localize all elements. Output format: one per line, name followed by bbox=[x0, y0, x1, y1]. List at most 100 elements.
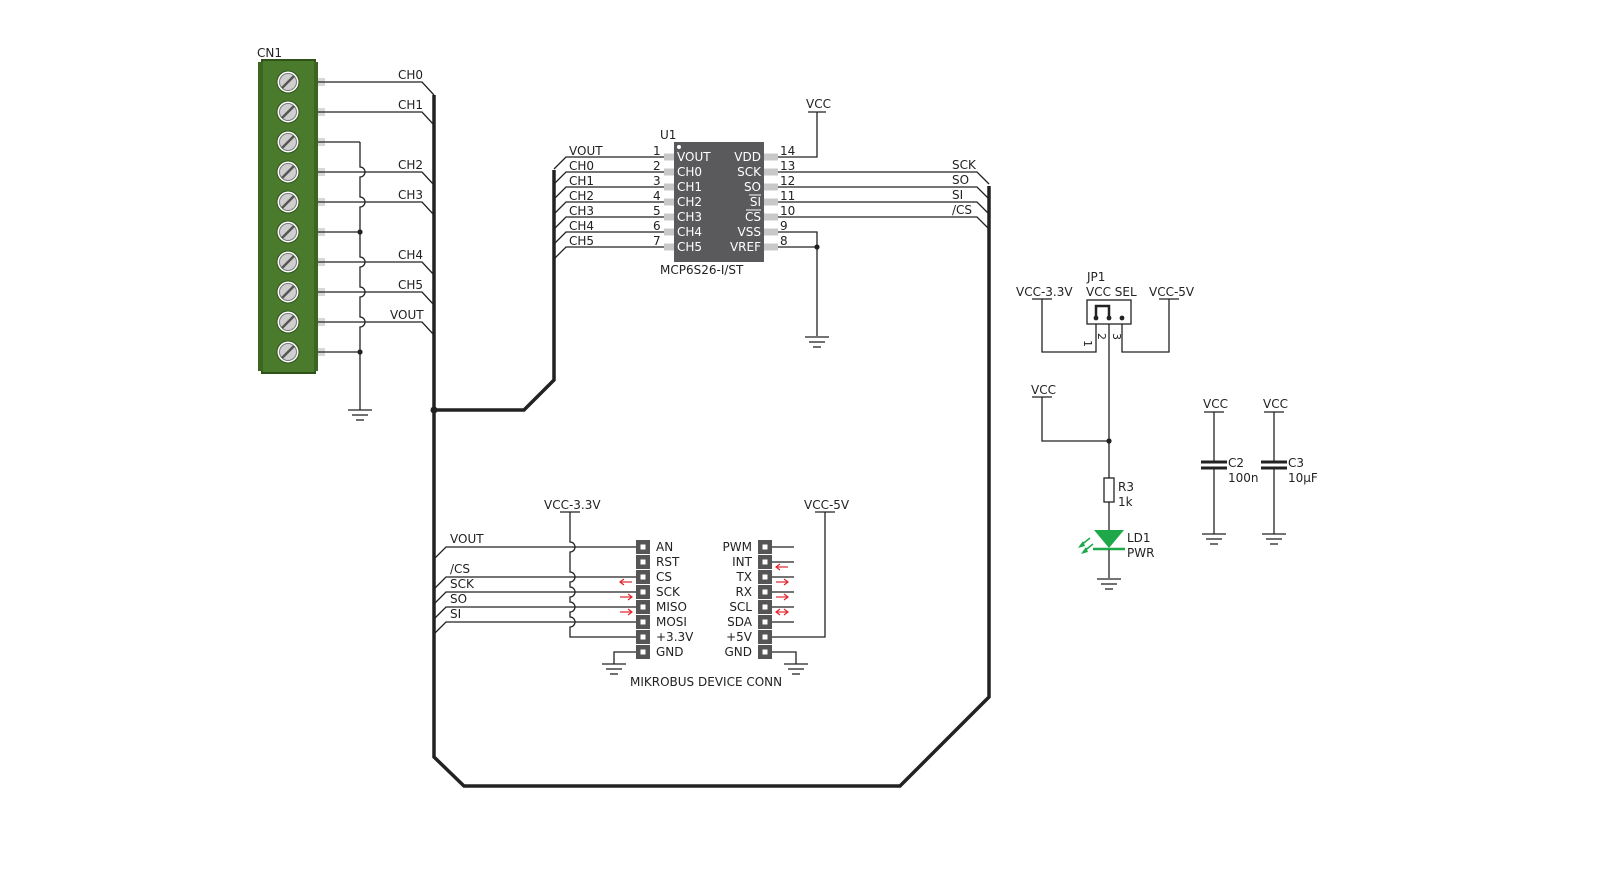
ic-chip-u1 bbox=[674, 142, 764, 262]
mikrobus-pin-label: +5V bbox=[726, 630, 753, 644]
led-name: PWR bbox=[1127, 546, 1154, 560]
mikrobus-pin-label: MOSI bbox=[656, 615, 687, 629]
cn1-ref: CN1 bbox=[257, 46, 282, 60]
net-label-so: SO bbox=[952, 173, 969, 187]
net-label-cs: /CS bbox=[952, 203, 972, 217]
mikrobus-net-label: VOUT bbox=[450, 532, 484, 546]
ground-icon bbox=[1097, 578, 1121, 590]
u1-pin-number: 3 bbox=[653, 174, 661, 188]
arrow-icon bbox=[619, 578, 632, 586]
screw-icon bbox=[276, 280, 300, 304]
u1-pin-name: CS bbox=[745, 210, 761, 224]
net-label-sck: SCK bbox=[952, 158, 977, 172]
u1-pin bbox=[664, 243, 674, 251]
u1-pin bbox=[664, 168, 674, 176]
u1-pin-wire bbox=[553, 171, 664, 185]
u1-vcc-label: VCC bbox=[806, 97, 831, 111]
u1-pin bbox=[764, 183, 778, 191]
mikrobus-pin-label: GND bbox=[724, 645, 752, 659]
mikrobus-pin-label: +3.3V bbox=[656, 630, 694, 644]
u1-pin-wire bbox=[553, 231, 664, 245]
arrow-icon bbox=[620, 608, 633, 616]
u1-pin-wire bbox=[553, 216, 664, 230]
arrow-icon bbox=[775, 563, 788, 571]
u1-pin-number: 12 bbox=[780, 174, 795, 188]
mikrobus-pin-label: MISO bbox=[656, 600, 687, 614]
resistor-r3 bbox=[1103, 477, 1115, 530]
u1-pin-number: 1 bbox=[653, 144, 661, 158]
jp1-name: VCC SEL bbox=[1086, 285, 1137, 299]
led-ref: LD1 bbox=[1127, 531, 1151, 545]
mikrobus-net-wires bbox=[433, 546, 636, 635]
mikrobus-pin-label: RX bbox=[735, 585, 752, 599]
u1-net-label: CH3 bbox=[569, 204, 594, 218]
cn1-net-label: CH3 bbox=[398, 188, 423, 202]
u1-pin-number: 4 bbox=[653, 189, 661, 203]
jumper-jp1 bbox=[1086, 299, 1132, 325]
u1-pin-wire bbox=[553, 156, 664, 170]
capacitor-c2 bbox=[1201, 411, 1227, 545]
u1-gnd-wires bbox=[778, 231, 820, 336]
u1-pin-name: SCK bbox=[737, 165, 762, 179]
u1-ref: U1 bbox=[660, 128, 676, 142]
terminal-screws bbox=[276, 70, 325, 364]
u1-pin-name: CH1 bbox=[677, 180, 702, 194]
u1-pin bbox=[764, 228, 778, 236]
u1-pin-name: CH2 bbox=[677, 195, 702, 209]
u1-pin-name: VOUT bbox=[677, 150, 711, 164]
jp1-pin-num: 2 bbox=[1095, 333, 1108, 340]
screw-icon bbox=[276, 310, 300, 334]
u1-pin-name: CH3 bbox=[677, 210, 702, 224]
cn1-net-label: CH2 bbox=[398, 158, 423, 172]
u1-pin-name: VREF bbox=[730, 240, 761, 254]
jp1-pin-num: 1 bbox=[1081, 340, 1094, 347]
mikrobus-pin-label: PWM bbox=[723, 540, 752, 554]
u1-pin-name: CH5 bbox=[677, 240, 702, 254]
u1-pin-name: CH0 bbox=[677, 165, 702, 179]
mikrobus-pin-label: INT bbox=[732, 555, 753, 569]
u1-pin-number: 7 bbox=[653, 234, 661, 248]
cn1-net-label: CH5 bbox=[398, 278, 423, 292]
c3-ref: C3 bbox=[1288, 456, 1304, 470]
u1-pin-number: 8 bbox=[780, 234, 788, 248]
arrow-icon bbox=[775, 608, 789, 616]
u1-pin-name: SO bbox=[744, 180, 761, 194]
mikrobus-left-rail: VCC-3.3V bbox=[544, 498, 601, 512]
c3-value: 10µF bbox=[1288, 471, 1318, 485]
mikrobus-pin-label: SDA bbox=[727, 615, 753, 629]
mikrobus-title: MIKROBUS DEVICE CONN bbox=[630, 675, 782, 689]
mikrobus-pin-label: AN bbox=[656, 540, 673, 554]
u1-pin-number: 9 bbox=[780, 219, 788, 233]
u1-net-label: CH2 bbox=[569, 189, 594, 203]
u1-pin-number: 2 bbox=[653, 159, 661, 173]
cn1-net-label: CH0 bbox=[398, 68, 423, 82]
arrow-icon bbox=[776, 578, 789, 586]
u1-pin-name: SI bbox=[750, 195, 761, 209]
u1-net-label: CH0 bbox=[569, 159, 594, 173]
cn1-net-label: VOUT bbox=[390, 308, 424, 322]
screw-icon bbox=[276, 250, 300, 274]
u1-pin-number: 5 bbox=[653, 204, 661, 218]
u1-pin bbox=[764, 168, 778, 176]
u1-pin-number: 10 bbox=[780, 204, 795, 218]
led-icon bbox=[1078, 530, 1125, 578]
cn1-wires bbox=[318, 81, 435, 410]
c2-ref: C2 bbox=[1228, 456, 1244, 470]
u1-pin-name: VDD bbox=[734, 150, 761, 164]
u1-pin-wire bbox=[553, 246, 664, 260]
c2-value: 100n bbox=[1228, 471, 1259, 485]
u1-pin-name: CH4 bbox=[677, 225, 702, 239]
jp1-pin-num: 3 bbox=[1110, 333, 1123, 340]
screw-icon bbox=[276, 220, 300, 244]
u1-pin bbox=[664, 213, 674, 221]
capacitor-c3 bbox=[1261, 411, 1287, 545]
cn1-net-label: CH4 bbox=[398, 248, 423, 262]
ground-icon bbox=[805, 336, 829, 348]
screw-icon bbox=[276, 190, 300, 214]
mikrobus-net-label: SI bbox=[450, 607, 461, 621]
u1-spi-wires bbox=[778, 171, 990, 230]
